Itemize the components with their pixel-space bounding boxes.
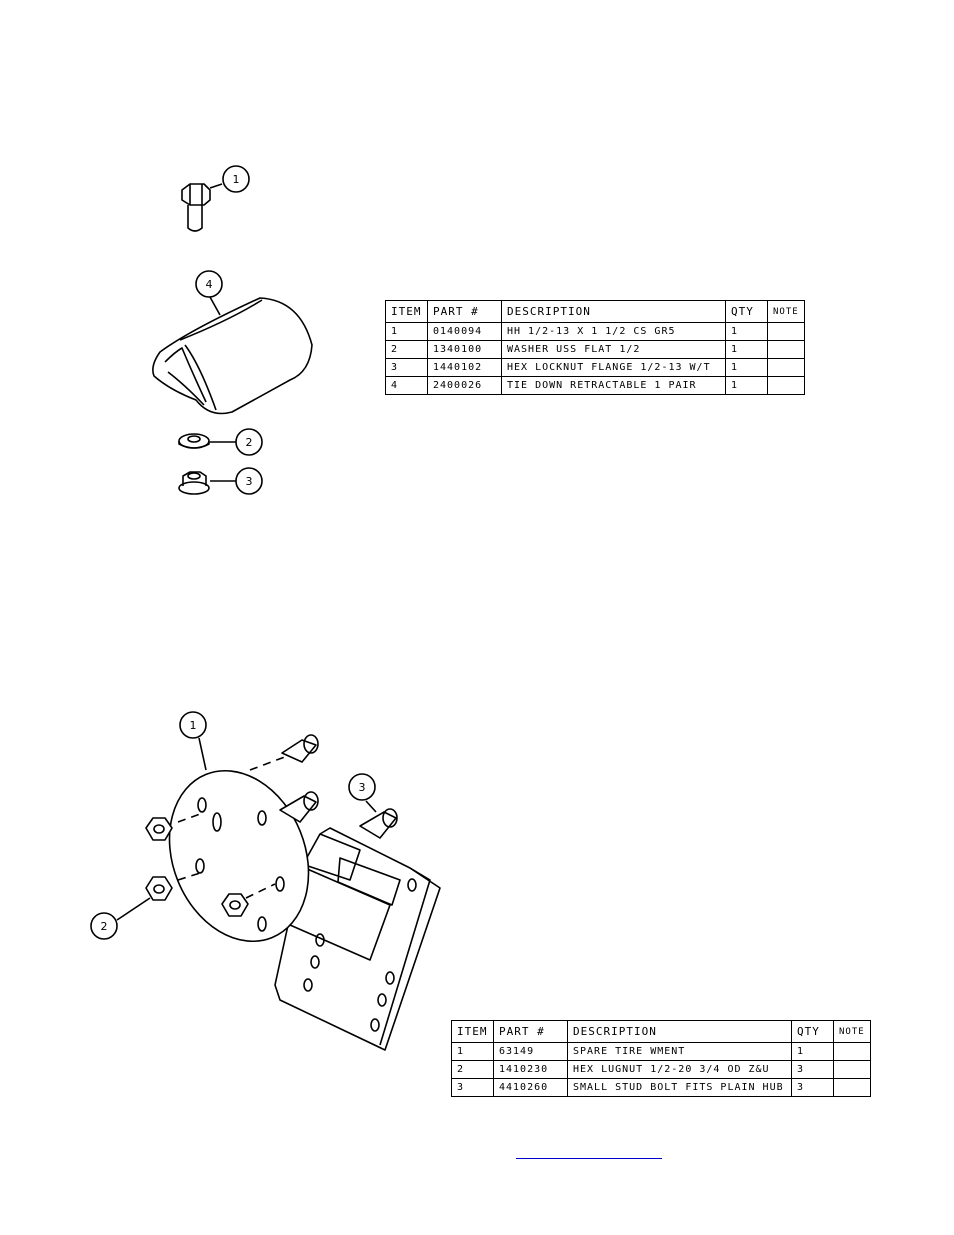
column-header-item: ITEM bbox=[385, 300, 428, 323]
balloon-1 bbox=[222, 165, 250, 193]
column-header-description: DESCRIPTION bbox=[501, 300, 726, 323]
balloon-label: 1 bbox=[190, 719, 197, 732]
stud-bolt bbox=[279, 791, 319, 823]
cell-note bbox=[767, 340, 805, 359]
assembly-axis-lines bbox=[177, 754, 291, 899]
column-header-description: DESCRIPTION bbox=[567, 1020, 792, 1043]
cell-description: SPARE TIRE WMENT bbox=[567, 1042, 792, 1061]
cell-note bbox=[833, 1078, 871, 1097]
cell-description: SMALL STUD BOLT FITS PLAIN HUB bbox=[567, 1078, 792, 1097]
cell-note bbox=[767, 376, 805, 395]
cell-item: 1 bbox=[451, 1042, 494, 1061]
wheel-plate bbox=[168, 769, 310, 943]
cell-item: 3 bbox=[385, 358, 428, 377]
balloon-label: 4 bbox=[206, 278, 213, 291]
stud-bolt bbox=[359, 808, 398, 839]
cell-description: HEX LOCKNUT FLANGE 1/2-13 W/T bbox=[501, 358, 726, 377]
column-header-qty: QTY bbox=[725, 300, 768, 323]
column-header-qty: QTY bbox=[791, 1020, 834, 1043]
hex-lugnut bbox=[221, 893, 249, 917]
cell-part: 63149 bbox=[493, 1042, 568, 1061]
cell-description: WASHER USS FLAT 1/2 bbox=[501, 340, 726, 359]
balloon-label: 3 bbox=[246, 475, 253, 488]
table-header-row: ITEM PART # DESCRIPTION QTY NOTE bbox=[451, 1020, 871, 1043]
bill-of-materials-bottom: ITEM PART # DESCRIPTION QTY NOTE 1 63149… bbox=[451, 1020, 871, 1097]
table-header-row: ITEM PART # DESCRIPTION QTY NOTE bbox=[385, 300, 805, 323]
cell-qty: 1 bbox=[791, 1042, 834, 1061]
cell-note bbox=[767, 358, 805, 377]
cell-part: 1440102 bbox=[427, 358, 502, 377]
cell-part: 1410230 bbox=[493, 1060, 568, 1079]
balloon-1 bbox=[179, 711, 207, 739]
flat-washer bbox=[178, 433, 210, 449]
table-row: 2 1410230 HEX LUGNUT 1/2-20 3/4 OD Z&U 3 bbox=[451, 1060, 871, 1079]
table-row: 2 1340100 WASHER USS FLAT 1/2 1 bbox=[385, 340, 805, 359]
cell-item: 3 bbox=[451, 1078, 494, 1097]
balloon-4 bbox=[195, 270, 223, 298]
balloon-label: 3 bbox=[359, 781, 366, 794]
balloon-3 bbox=[235, 467, 263, 495]
hex-lugnut bbox=[145, 817, 173, 841]
cell-qty: 1 bbox=[725, 340, 768, 359]
cell-note bbox=[833, 1042, 871, 1061]
cell-part: 4410260 bbox=[493, 1078, 568, 1097]
cell-item: 4 bbox=[385, 376, 428, 395]
bracket-holes bbox=[303, 878, 417, 1032]
hex-bolt bbox=[181, 183, 211, 232]
cell-part: 2400026 bbox=[427, 376, 502, 395]
cell-item: 2 bbox=[385, 340, 428, 359]
column-header-item: ITEM bbox=[451, 1020, 494, 1043]
bill-of-materials-top: ITEM PART # DESCRIPTION QTY NOTE 1 01400… bbox=[385, 300, 805, 395]
cell-note bbox=[767, 322, 805, 341]
balloon-label: 2 bbox=[101, 920, 108, 933]
cell-description: HH 1/2-13 X 1 1/2 CS GR5 bbox=[501, 322, 726, 341]
hex-lugnut bbox=[145, 876, 173, 901]
table-row: 4 2400026 TIE DOWN RETRACTABLE 1 PAIR 1 bbox=[385, 376, 805, 395]
table-row: 3 1440102 HEX LOCKNUT FLANGE 1/2-13 W/T … bbox=[385, 358, 805, 377]
cell-item: 1 bbox=[385, 322, 428, 341]
cell-qty: 1 bbox=[725, 358, 768, 377]
table-row: 1 0140094 HH 1/2-13 X 1 1/2 CS GR5 1 bbox=[385, 322, 805, 341]
cell-item: 2 bbox=[451, 1060, 494, 1079]
column-header-note: NOTE bbox=[833, 1020, 871, 1043]
balloon-label: 2 bbox=[246, 436, 253, 449]
cell-qty: 3 bbox=[791, 1078, 834, 1097]
table-row: 1 63149 SPARE TIRE WMENT 1 bbox=[451, 1042, 871, 1061]
column-header-part: PART # bbox=[493, 1020, 568, 1043]
balloon-label: 1 bbox=[233, 173, 240, 186]
stud-bolt bbox=[281, 734, 319, 763]
balloon-3 bbox=[348, 773, 376, 801]
cell-description: HEX LUGNUT 1/2-20 3/4 OD Z&U bbox=[567, 1060, 792, 1079]
page-link[interactable] bbox=[516, 1146, 662, 1159]
table-row: 3 4410260 SMALL STUD BOLT FITS PLAIN HUB… bbox=[451, 1078, 871, 1097]
balloon-2 bbox=[235, 428, 263, 456]
cell-description: TIE DOWN RETRACTABLE 1 PAIR bbox=[501, 376, 726, 395]
cell-note bbox=[833, 1060, 871, 1079]
balloon-2 bbox=[90, 912, 118, 940]
cell-qty: 3 bbox=[791, 1060, 834, 1079]
column-header-note: NOTE bbox=[767, 300, 805, 323]
spare-tire-bracket bbox=[274, 827, 441, 1051]
flange-locknut bbox=[178, 471, 210, 495]
cell-qty: 1 bbox=[725, 322, 768, 341]
cell-qty: 1 bbox=[725, 376, 768, 395]
cell-part: 1340100 bbox=[427, 340, 502, 359]
tie-down-part bbox=[152, 297, 313, 415]
cell-part: 0140094 bbox=[427, 322, 502, 341]
column-header-part: PART # bbox=[427, 300, 502, 323]
